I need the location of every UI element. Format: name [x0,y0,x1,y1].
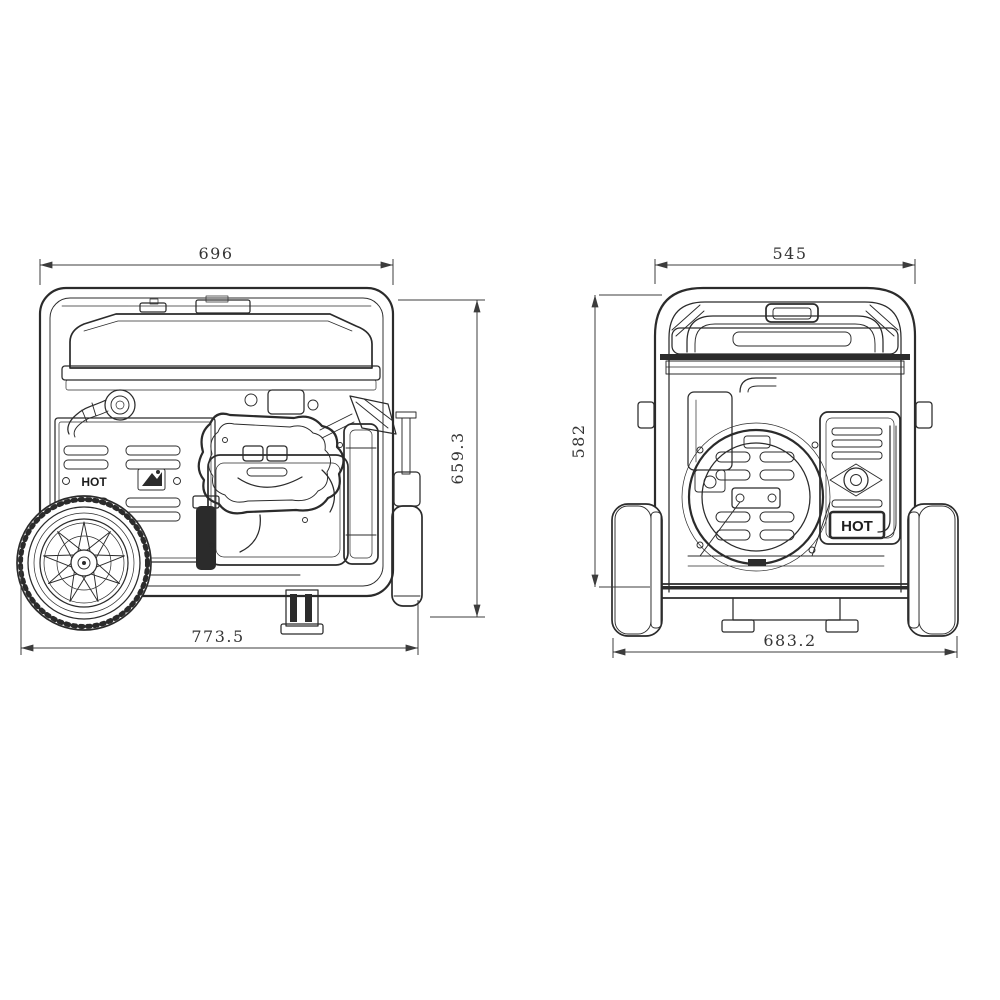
dim-side-top-width: 696 [39,244,394,285]
rear-frame [637,286,933,594]
dim-label-545: 545 [772,244,807,263]
rear-left-wheel [611,503,663,637]
side-exhaust-pipe [67,389,136,438]
dim-rear-frame-height: 582 [569,294,662,588]
side-wheel [16,495,152,631]
rear-engine-assembly: HOT [681,377,901,572]
rear-bottom-rail [651,583,919,633]
side-frame [38,286,395,598]
rear-handle-and-tank [660,303,910,375]
rear-right-wheel [907,503,959,637]
side-fuel-tank [61,295,381,391]
tank-cap [195,299,251,314]
dim-rear-top-width: 545 [654,244,916,284]
dim-label-696: 696 [198,244,233,263]
hot-sticker-side: HOT [81,475,107,489]
fuel-cap [765,303,819,323]
dim-label-773-5: 773.5 [191,627,244,646]
dim-label-683-2: 683.2 [763,631,816,650]
left-side-knob [637,401,655,429]
hot-sticker-rear: HOT [841,518,873,535]
rear-control-box: HOT [819,411,901,545]
dim-side-overall-length: 773.5 [20,566,419,655]
side-engine-assembly [192,389,379,570]
wheel-spokes [43,521,125,603]
dim-label-582: 582 [569,423,588,458]
rear-view: HOT [611,286,959,637]
side-view: HOT [16,286,423,635]
dim-side-overall-height: 659.3 [398,299,485,618]
dim-rear-overall-width: 683.2 [612,631,958,658]
handle-grip [391,505,423,607]
dim-label-659-3: 659.3 [448,431,467,484]
fan-cover-slots [715,451,795,541]
warning-icon [137,468,166,491]
side-support-foot [280,589,324,635]
right-side-knob [915,401,933,429]
side-handle [349,395,423,607]
dimension-annotations: 696 659.3 773.5 545 582 [20,244,958,658]
